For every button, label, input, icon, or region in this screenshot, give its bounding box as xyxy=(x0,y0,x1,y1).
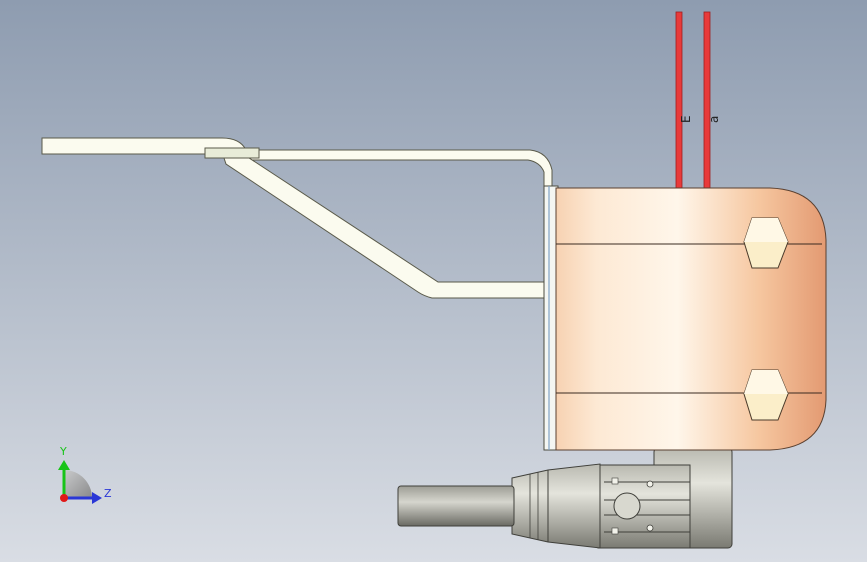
triad-z-arrow-icon xyxy=(92,492,102,504)
motor-assembly[interactable] xyxy=(397,447,733,549)
triad-disc-icon xyxy=(64,470,92,498)
triad-y-arrow-icon xyxy=(58,460,70,470)
wire-label-e: E xyxy=(679,115,693,123)
housing-body[interactable] xyxy=(555,187,827,451)
bracket-diagonal-arm[interactable] xyxy=(221,151,547,299)
wire-label-a: a xyxy=(707,116,721,123)
motor-housing[interactable] xyxy=(555,187,827,451)
gearbox-bolt-bottom-icon xyxy=(646,524,654,532)
triad-z-label: Z xyxy=(104,487,112,500)
motor-shaft[interactable] xyxy=(397,485,515,527)
mounting-bracket[interactable] xyxy=(41,137,559,451)
wire-lead-right[interactable] xyxy=(703,11,711,191)
bracket-joint xyxy=(204,147,260,159)
wire-lead-left[interactable] xyxy=(675,11,683,191)
motor-coupling[interactable] xyxy=(511,463,601,549)
triad-x-origin-icon xyxy=(60,494,68,502)
gearbox-bolt-top-icon xyxy=(646,480,654,488)
coordinate-triad[interactable]: Y Z xyxy=(58,445,112,504)
triad-y-label: Y xyxy=(59,445,67,458)
gearbox-body[interactable] xyxy=(597,464,691,549)
gearbox-cap-icon xyxy=(613,492,641,520)
